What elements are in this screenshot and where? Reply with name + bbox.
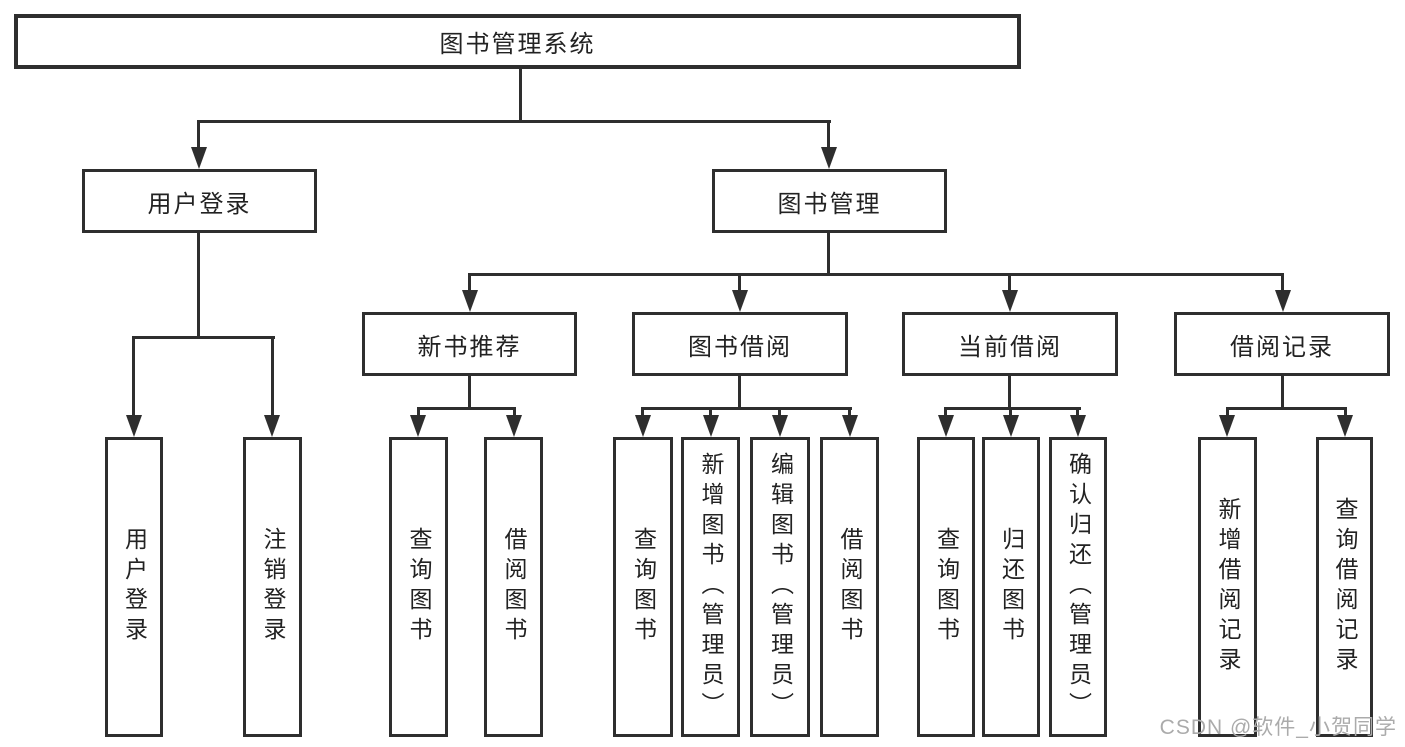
leaf-label: 编辑图书（管理员） — [767, 452, 794, 722]
leaf-current-confirm-return-admin: 确认归还（管理员） — [1049, 437, 1107, 737]
connector-stem — [738, 376, 741, 410]
connector-branch — [641, 407, 852, 410]
node-borrowing-records: 借阅记录 — [1174, 312, 1390, 376]
leaf-label: 确认归还（管理员） — [1065, 452, 1092, 722]
arrow-down-icon — [191, 147, 207, 169]
arrow-down-icon — [842, 415, 858, 437]
arrow-shaft — [738, 273, 741, 293]
connector-stem — [468, 376, 471, 410]
arrow-down-icon — [821, 147, 837, 169]
node-label: 用户登录 — [147, 190, 252, 218]
connector-stem — [1008, 376, 1011, 410]
leaf-label: 新增图书（管理员） — [698, 452, 724, 722]
leaf-label: 注销登录 — [260, 527, 286, 647]
arrow-down-icon — [1070, 415, 1086, 437]
leaf-borrowing-search-books: 查询图书 — [613, 437, 673, 737]
connector-stem — [1281, 376, 1284, 410]
arrow-shaft — [827, 120, 830, 150]
arrow-shaft — [197, 120, 200, 150]
arrow-down-icon — [703, 415, 719, 437]
leaf-current-search-books: 查询图书 — [917, 437, 975, 737]
arrow-shaft — [641, 407, 644, 419]
node-current-borrowing: 当前借阅 — [902, 312, 1118, 376]
leaf-user-login: 用户登录 — [105, 437, 163, 737]
watermark: CSDN @软件_小贺同学 — [1159, 716, 1397, 739]
leaf-recommend-borrow-books: 借阅图书 — [484, 437, 543, 737]
arrow-down-icon — [1275, 290, 1291, 312]
arrow-shaft — [848, 407, 851, 419]
leaf-records-add-record: 新增借阅记录 — [1198, 437, 1257, 737]
node-label: 借阅记录 — [1230, 333, 1334, 361]
leaf-label: 查询图书 — [933, 527, 960, 647]
node-label: 图书管理系统 — [439, 31, 596, 58]
connector-stem — [197, 233, 200, 339]
connector-branch — [468, 273, 1284, 276]
arrow-shaft — [1344, 407, 1347, 419]
arrow-shaft — [417, 407, 420, 419]
connector-branch — [944, 407, 1081, 410]
leaf-borrowing-edit-book-admin: 编辑图书（管理员） — [750, 437, 810, 737]
arrow-shaft — [513, 407, 516, 419]
arrow-shaft — [1008, 273, 1011, 293]
leaf-logout-login: 注销登录 — [243, 437, 302, 737]
connector-branch — [1226, 407, 1347, 410]
arrow-down-icon — [462, 290, 478, 312]
arrow-down-icon — [1002, 290, 1018, 312]
node-label: 图书借阅 — [688, 333, 792, 361]
arrow-shaft — [709, 407, 712, 419]
arrow-down-icon — [264, 415, 280, 437]
node-book-borrowing: 图书借阅 — [632, 312, 848, 376]
arrow-shaft — [1281, 273, 1284, 293]
leaf-label: 新增借阅记录 — [1215, 497, 1241, 677]
node-label: 新书推荐 — [417, 333, 522, 361]
arrow-shaft — [1009, 407, 1012, 419]
connector-branch — [197, 120, 831, 123]
node-library-system: 图书管理系统 — [14, 14, 1021, 69]
leaf-label: 借阅图书 — [837, 527, 863, 647]
leaf-borrowing-borrow-books: 借阅图书 — [820, 437, 879, 737]
arrow-shaft — [1076, 407, 1079, 419]
arrow-down-icon — [938, 415, 954, 437]
connector-branch — [132, 336, 275, 339]
arrow-down-icon — [1337, 415, 1353, 437]
arrow-down-icon — [1219, 415, 1235, 437]
arrow-shaft — [271, 336, 274, 418]
node-label: 当前借阅 — [958, 333, 1062, 361]
node-user-login: 用户登录 — [82, 169, 317, 233]
node-label: 图书管理 — [777, 190, 882, 218]
leaf-records-search-record: 查询借阅记录 — [1316, 437, 1373, 737]
arrow-shaft — [468, 273, 471, 293]
leaf-recommend-search-books: 查询图书 — [389, 437, 448, 737]
connector-branch — [417, 407, 516, 410]
leaf-label: 查询图书 — [630, 527, 657, 647]
arrow-shaft — [1226, 407, 1229, 419]
arrow-down-icon — [732, 290, 748, 312]
leaf-label: 归还图书 — [998, 527, 1025, 647]
leaf-label: 用户登录 — [121, 527, 148, 647]
arrow-down-icon — [635, 415, 651, 437]
arrow-down-icon — [772, 415, 788, 437]
arrow-down-icon — [506, 415, 522, 437]
leaf-borrowing-add-book-admin: 新增图书（管理员） — [681, 437, 740, 737]
leaf-label: 借阅图书 — [501, 527, 527, 647]
node-new-book-recommendation: 新书推荐 — [362, 312, 577, 376]
arrow-down-icon — [1003, 415, 1019, 437]
arrow-shaft — [778, 407, 781, 419]
leaf-label: 查询图书 — [406, 527, 432, 647]
arrow-down-icon — [410, 415, 426, 437]
leaf-current-return-book: 归还图书 — [982, 437, 1040, 737]
connector-stem — [519, 69, 522, 123]
arrow-shaft — [944, 407, 947, 419]
arrow-shaft — [132, 336, 135, 418]
leaf-label: 查询借阅记录 — [1332, 497, 1358, 677]
node-book-management: 图书管理 — [712, 169, 947, 233]
arrow-down-icon — [126, 415, 142, 437]
connector-stem — [827, 233, 830, 276]
